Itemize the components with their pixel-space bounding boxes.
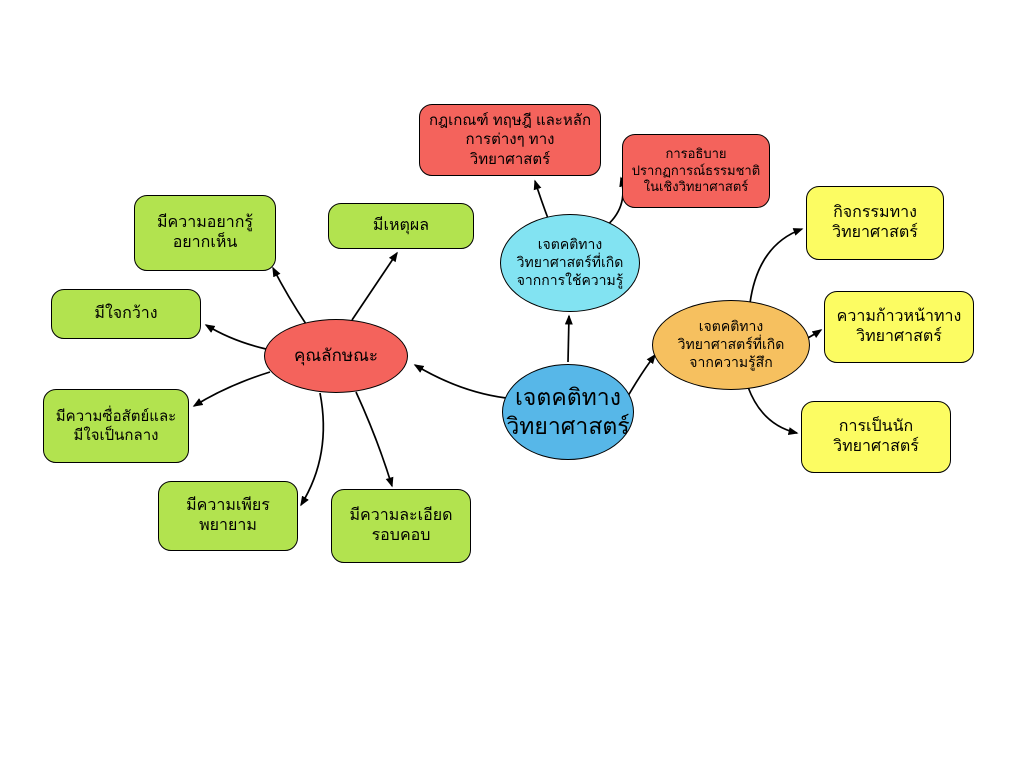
node-being-scientist: การเป็นนัก วิทยาศาสตร์ (801, 401, 951, 473)
node-feeling-attitude: เจตคติทาง วิทยาศาสตร์ที่เกิด จากความรู้ส… (652, 300, 810, 390)
arrow-traits-to-perseverance (300, 392, 325, 507)
arrow-knowledge-attitude-to-rules (533, 179, 550, 222)
node-science-progress: ความก้าวหน้าทาง วิทยาศาสตร์ (824, 291, 974, 363)
arrow-feeling-to-activities (749, 228, 804, 304)
node-explanation-natural-phenomena: การอธิบาย ปรากฏการณ์ธรรมชาติ ในเชิงวิทยา… (622, 134, 770, 208)
node-rational: มีเหตุผล (328, 203, 474, 249)
node-knowledge-attitude: เจตคติทาง วิทยาศาสตร์ที่เกิด จากการใช้คว… (500, 214, 640, 312)
arrow-central-to-feeling-attitude (627, 353, 656, 397)
node-rules-theories: กฎเกณฑ์ ทฤษฎี และหลัก การต่างๆ ทาง วิทยา… (419, 104, 601, 176)
node-central-topic: เจตคติทาง วิทยาศาสตร์ (502, 364, 634, 460)
node-traits: คุณลักษณะ (264, 319, 408, 393)
node-honesty-neutral: มีความซื่อสัตย์และ มีใจเป็นกลาง (43, 389, 189, 463)
node-perseverance: มีความเพียร พยายาม (158, 481, 298, 551)
arrow-traits-to-carefulness (355, 391, 394, 488)
arrow-traits-to-honesty (192, 371, 271, 407)
arrow-central-to-knowledge-attitude (564, 314, 573, 363)
node-carefulness: มีความละเอียด รอบคอบ (331, 489, 471, 563)
arrow-traits-to-open-minded (204, 324, 267, 350)
arrow-central-to-traits (413, 364, 507, 399)
arrow-traits-to-rational (351, 251, 398, 321)
node-open-minded: มีใจกว้าง (51, 289, 201, 339)
node-science-activities: กิจกรรมทาง วิทยาศาสตร์ (806, 186, 944, 260)
arrow-feeling-to-being-scientist (747, 386, 799, 436)
node-curiosity: มีความอยากรู้ อยากเห็น (134, 195, 276, 271)
arrow-traits-to-curiosity (272, 266, 307, 325)
